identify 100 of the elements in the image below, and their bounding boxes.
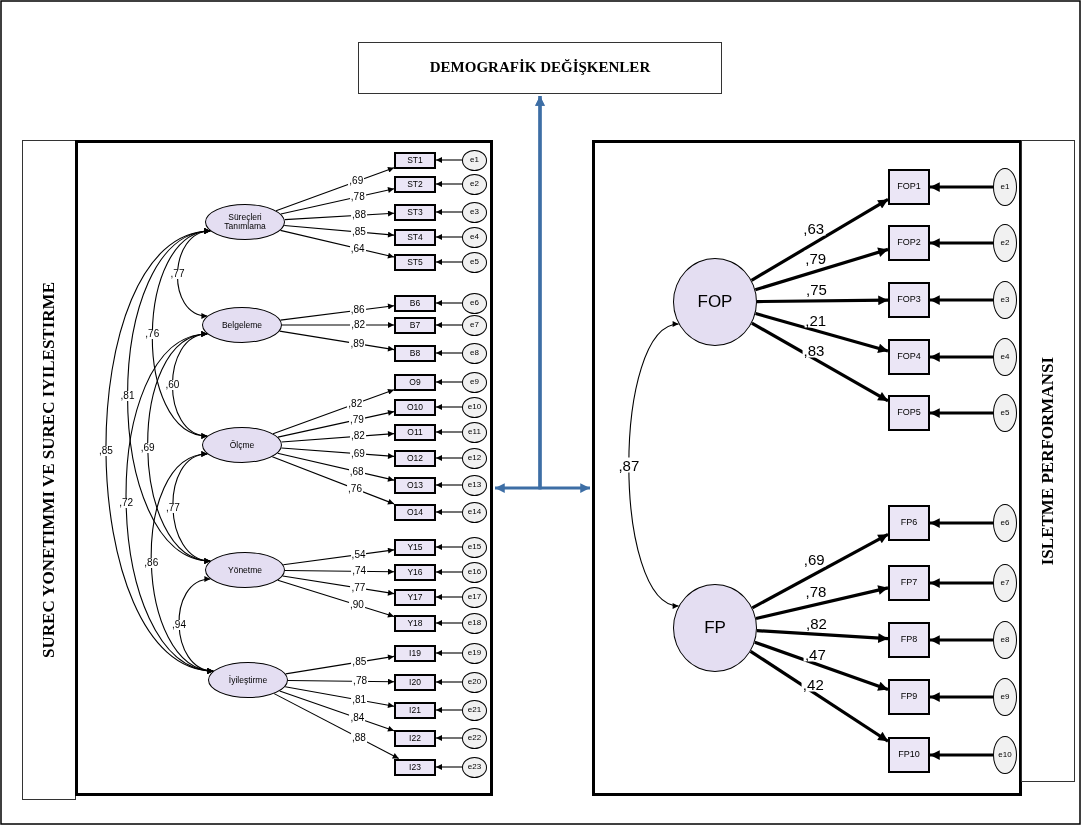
- error-label: e23: [467, 762, 482, 772]
- edge-label: ,78: [349, 191, 366, 202]
- arrow: [751, 532, 889, 610]
- indicator-box: [394, 228, 436, 246]
- indicator-box: [394, 373, 436, 391]
- latent-variable-ellipse: [202, 427, 282, 463]
- indicator-label: I21: [409, 705, 421, 715]
- arrow: [279, 303, 395, 321]
- edge-label: ,82: [350, 431, 366, 442]
- indicator-box: [394, 588, 436, 606]
- indicator-box: [888, 679, 930, 715]
- error-label: e22: [467, 733, 482, 743]
- edge-label: ,74: [351, 566, 368, 577]
- indicator-label: I19: [409, 648, 421, 658]
- error-label: e9: [1000, 692, 1010, 702]
- indicator-label: ST4: [407, 232, 423, 242]
- title-box: [358, 42, 722, 94]
- edge-label: ,87: [617, 457, 641, 473]
- edge-label: ,77: [169, 268, 186, 279]
- error-label: e3: [1000, 295, 1010, 305]
- indicator-box: [888, 395, 930, 431]
- panel-frame: [75, 140, 493, 796]
- error-term-circle: [993, 394, 1017, 432]
- indicator-box: [394, 398, 436, 416]
- error-label: e10: [467, 402, 482, 412]
- arrow: [930, 750, 993, 760]
- edge-label: ,82: [350, 320, 367, 330]
- error-term-circle: [462, 371, 487, 393]
- indicator-box: [888, 339, 930, 375]
- arrow: [930, 635, 993, 645]
- arrow: [435, 300, 463, 306]
- arrow: [751, 321, 889, 403]
- arrow: [273, 693, 400, 760]
- arrow: [435, 594, 463, 600]
- arrow: [755, 585, 889, 621]
- indicator-box: [394, 175, 436, 193]
- error-label: e4: [470, 232, 479, 242]
- indicator-box: [394, 614, 436, 632]
- indicator-box: [888, 622, 930, 658]
- error-term-circle: [462, 586, 487, 608]
- indicator-box: [394, 203, 436, 221]
- edge-label: ,86: [349, 305, 366, 316]
- error-label: e10: [998, 750, 1012, 760]
- latent-label: İyileştirme: [228, 675, 268, 685]
- arrow: [757, 295, 888, 306]
- edge-label: ,79: [804, 250, 828, 266]
- arrow: [281, 322, 395, 328]
- error-label: e16: [467, 567, 482, 577]
- arrow: [435, 259, 463, 265]
- side-band: [1021, 140, 1075, 782]
- arrow: [930, 238, 993, 248]
- arrow: [435, 157, 463, 163]
- indicator-box: [888, 505, 930, 541]
- arrow: [287, 678, 395, 685]
- indicator-box: [888, 565, 930, 601]
- error-term-circle: [462, 292, 487, 314]
- error-term-circle: [993, 504, 1017, 542]
- arrow: [280, 431, 395, 443]
- edge-label: ,85: [98, 446, 114, 456]
- double-headed-arrow: [535, 96, 590, 493]
- arrow: [277, 452, 395, 482]
- edge-label: ,89: [349, 338, 366, 349]
- edge-label: ,69: [348, 176, 365, 187]
- arrow: [756, 629, 889, 643]
- arrow: [435, 764, 463, 770]
- error-term-circle: [462, 201, 487, 223]
- error-term-circle: [993, 736, 1017, 774]
- arrow: [435, 404, 463, 410]
- indicator-label: O13: [406, 480, 424, 490]
- double-headed-arrow: [172, 452, 211, 563]
- edge-label: ,88: [350, 732, 367, 743]
- indicator-box: [394, 294, 436, 312]
- arrow: [930, 352, 993, 362]
- indicator-label: Y17: [407, 592, 423, 602]
- indicator-label: FOP4: [897, 352, 921, 362]
- arrow: [279, 229, 395, 259]
- arrow: [435, 620, 463, 626]
- indicator-box: [394, 423, 436, 441]
- latent-label: Yönetme: [228, 565, 262, 575]
- edge-label: ,54: [350, 549, 367, 560]
- error-label: e12: [467, 453, 482, 463]
- indicator-label: O12: [406, 453, 424, 463]
- edge-label: ,64: [349, 243, 366, 254]
- double-headed-arrow: [628, 323, 680, 607]
- latent-label: FP: [704, 619, 726, 637]
- arrow: [279, 690, 395, 732]
- indicator-label: FP10: [898, 750, 920, 760]
- indicator-box: [394, 563, 436, 581]
- edge-label: ,76: [144, 328, 161, 339]
- arrow: [435, 455, 463, 461]
- indicator-label: FOP1: [897, 182, 921, 192]
- error-label: e4: [1000, 352, 1010, 362]
- indicator-label: ST2: [407, 179, 423, 189]
- indicator-label: B8: [409, 348, 421, 358]
- indicator-label: ST3: [407, 207, 423, 217]
- error-term-circle: [993, 224, 1017, 262]
- arrow: [930, 518, 993, 528]
- arrow: [272, 388, 395, 435]
- error-term-circle: [462, 561, 487, 583]
- arrow: [435, 707, 463, 713]
